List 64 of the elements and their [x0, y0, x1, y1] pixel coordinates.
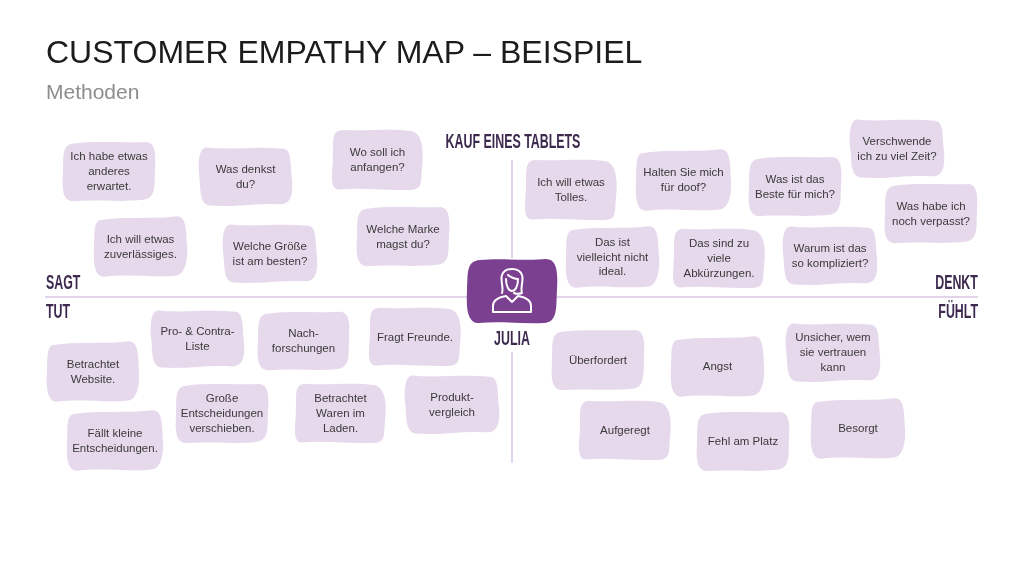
note-card — [883, 182, 979, 245]
note-card — [810, 397, 906, 460]
note-text: Warum ist das so kompliziert? — [790, 240, 870, 271]
note-card — [404, 373, 500, 436]
note-card — [355, 205, 451, 268]
quadrant-heading: DENKT — [935, 271, 978, 293]
subtitle: Methoden — [46, 80, 140, 104]
note-text: Welche Größe ist am besten? — [231, 238, 309, 269]
note-card — [747, 155, 843, 218]
persona-name: JULIA — [494, 327, 530, 349]
note-text: Wo soll ich anfangen? — [348, 145, 407, 175]
note-card — [367, 306, 463, 368]
note-text: Aufgeregt — [600, 423, 650, 438]
note-card — [523, 158, 619, 222]
note-text: Betrachtet Website. — [65, 356, 121, 387]
note-text: Was denkst du? — [214, 161, 277, 192]
note-text: Welche Marke magst du? — [365, 221, 441, 252]
note-text: Fragt Freunde. — [376, 329, 454, 345]
note-card — [93, 215, 188, 278]
note-text: Das sind zu viele Abkürzungen. — [682, 236, 756, 281]
note-card — [849, 117, 945, 180]
quadrant-heading: TUT — [46, 300, 71, 322]
note-text: Halten Sie mich für doof? — [642, 165, 725, 195]
note-card — [671, 227, 767, 290]
note-card — [174, 382, 270, 445]
note-text: Was habe ich noch verpasst? — [891, 198, 971, 229]
note-card — [695, 410, 791, 473]
note-card — [61, 140, 157, 203]
quadrant-heading: KAUF EINES TABLETS — [445, 130, 581, 152]
note-text: Ich will etwas zuverlässiges. — [103, 231, 178, 262]
note-card — [565, 225, 660, 289]
note-text: Große Entscheidungen verschieben. — [179, 391, 265, 436]
note-card — [577, 399, 673, 462]
note-card — [550, 328, 646, 392]
note-text: Überfordert — [568, 352, 628, 368]
note-card — [293, 382, 388, 445]
note-card — [66, 409, 164, 472]
note-card — [222, 222, 318, 285]
note-text: Das ist vielleicht nicht ideal. — [575, 234, 650, 280]
quadrant-heading: FÜHLT — [938, 300, 978, 322]
note-text: Fehl am Platz — [707, 434, 779, 449]
note-card — [782, 224, 878, 287]
title: CUSTOMER EMPATHY MAP – BEISPIEL — [46, 34, 643, 71]
note-text: Betrachtet Waren im Laden. — [313, 391, 368, 436]
note-card — [150, 308, 245, 370]
note-card — [256, 310, 351, 372]
note-text: Unsicher, wem sie vertrauen kann — [794, 330, 872, 375]
quadrant-heading: SAGT — [46, 271, 81, 293]
note-text: Was ist das Beste für mich? — [754, 171, 836, 202]
note-card — [635, 148, 732, 212]
note-card — [46, 340, 140, 403]
note-card — [670, 335, 765, 398]
note-text: Verschwende ich zu viel Zeit? — [856, 133, 938, 164]
note-card — [330, 128, 425, 192]
note-text: Ich will etwas Tolles. — [536, 175, 606, 205]
note-card — [785, 321, 881, 384]
note-text: Pro- & Contra-Liste — [159, 324, 236, 354]
note-text: Nach-forschungen — [270, 326, 337, 356]
note-text: Angst — [702, 359, 733, 374]
note-card — [198, 145, 293, 208]
note-text: Produkt-vergleich — [428, 389, 476, 420]
note-text: Fällt kleine Entscheidungen. — [71, 425, 159, 456]
note-text: Ich habe etwas anderes erwartet. — [69, 149, 149, 194]
note-text: Besorgt — [838, 421, 878, 436]
